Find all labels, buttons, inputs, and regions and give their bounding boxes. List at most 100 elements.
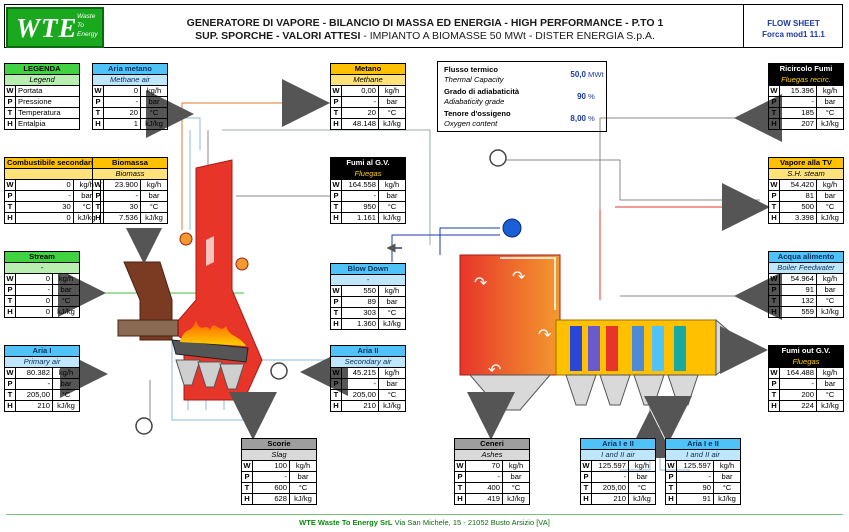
param-unit: kg/h bbox=[502, 460, 530, 472]
param-key: P bbox=[768, 190, 780, 202]
param-value: 45.215 bbox=[341, 367, 379, 379]
steam-drum bbox=[502, 218, 522, 238]
param-value: 20 bbox=[103, 107, 141, 119]
param-value: 91 bbox=[779, 284, 817, 296]
param-value: 7.536 bbox=[103, 212, 141, 224]
param-value: 185 bbox=[779, 107, 817, 119]
param-value: 89 bbox=[341, 296, 379, 308]
param-unit: bar bbox=[52, 378, 80, 390]
table-row: P-bar bbox=[665, 471, 741, 483]
table-subtitle: Boiler Feedwater bbox=[768, 262, 844, 274]
param-value: - bbox=[15, 378, 53, 390]
param-value: 628 bbox=[252, 493, 290, 505]
param-value: 0 bbox=[15, 295, 53, 307]
param-unit: °C bbox=[816, 107, 844, 119]
param-key: P bbox=[241, 471, 253, 483]
wte-logo: WTE Waste To Energy bbox=[6, 7, 104, 48]
param-value: 70 bbox=[465, 460, 503, 472]
param-key: W bbox=[768, 273, 780, 285]
param-key: T bbox=[4, 201, 16, 213]
param-key: P bbox=[768, 378, 780, 390]
methane-air-line bbox=[168, 117, 201, 150]
param-value: - bbox=[341, 96, 379, 108]
param-value: 205,00 bbox=[15, 389, 53, 401]
table-subtitle: Biomass bbox=[92, 168, 168, 180]
boiler-body bbox=[459, 254, 561, 376]
param-value: - bbox=[779, 96, 817, 108]
param-value: 207 bbox=[779, 118, 817, 130]
param-unit: bar bbox=[140, 190, 168, 202]
param-unit: bar bbox=[289, 471, 317, 483]
param-key: W bbox=[330, 285, 342, 297]
burner-1 bbox=[179, 232, 193, 246]
param-key: W bbox=[330, 367, 342, 379]
param-unit: kg/h bbox=[52, 367, 80, 379]
param-key: P bbox=[330, 190, 342, 202]
param-value: 559 bbox=[779, 306, 817, 318]
param-key: P bbox=[330, 378, 342, 390]
param-value: 210 bbox=[15, 400, 53, 412]
param-key: W bbox=[92, 85, 104, 97]
param-value: 0 bbox=[15, 273, 53, 285]
table-subtitle: Secondary air bbox=[330, 356, 406, 368]
param-unit: kg/h bbox=[628, 460, 656, 472]
param-value: 15.396 bbox=[779, 85, 817, 97]
param-unit: °C bbox=[378, 389, 406, 401]
table-title: Vapore alla TV bbox=[768, 157, 844, 169]
param-key: W bbox=[768, 85, 780, 97]
param-unit: kJ/kg bbox=[628, 493, 656, 505]
param-unit: bar bbox=[713, 471, 741, 483]
param-value: 164.558 bbox=[341, 179, 379, 191]
param-key: T bbox=[454, 482, 466, 494]
table-row: P-bar bbox=[4, 284, 80, 296]
param-value: 132 bbox=[779, 295, 817, 307]
param-key: H bbox=[4, 400, 16, 412]
param-unit: °C bbox=[628, 482, 656, 494]
param-key: T bbox=[4, 295, 16, 307]
param-value: 303 bbox=[341, 307, 379, 319]
param-value: 0 bbox=[15, 212, 74, 224]
flame bbox=[180, 320, 246, 346]
recirc-line bbox=[505, 159, 760, 201]
param-value: 54.420 bbox=[779, 179, 817, 191]
table-title: Biomassa bbox=[92, 157, 168, 169]
param-value: - bbox=[103, 190, 141, 202]
param-value: 210 bbox=[341, 400, 379, 412]
param-value: - bbox=[676, 471, 714, 483]
primary-air-fan bbox=[135, 417, 153, 435]
param-key: W bbox=[92, 179, 104, 191]
param-key: P bbox=[330, 296, 342, 308]
param-unit: bar bbox=[378, 96, 406, 108]
table-subtitle: Slag bbox=[241, 449, 317, 461]
table-row: P-bar bbox=[454, 471, 530, 483]
param-key: H bbox=[330, 212, 342, 224]
param-unit: kg/h bbox=[289, 460, 317, 472]
param-unit: kJ/kg bbox=[140, 212, 168, 224]
table-row: P-bar bbox=[768, 378, 844, 390]
param-unit: kJ/kg bbox=[816, 306, 844, 318]
param-key: H bbox=[768, 118, 780, 130]
page-subtitle: SUP. SPORCHE - VALORI ATTESI - IMPIANTO … bbox=[195, 30, 655, 42]
param-unit: bar bbox=[816, 190, 844, 202]
